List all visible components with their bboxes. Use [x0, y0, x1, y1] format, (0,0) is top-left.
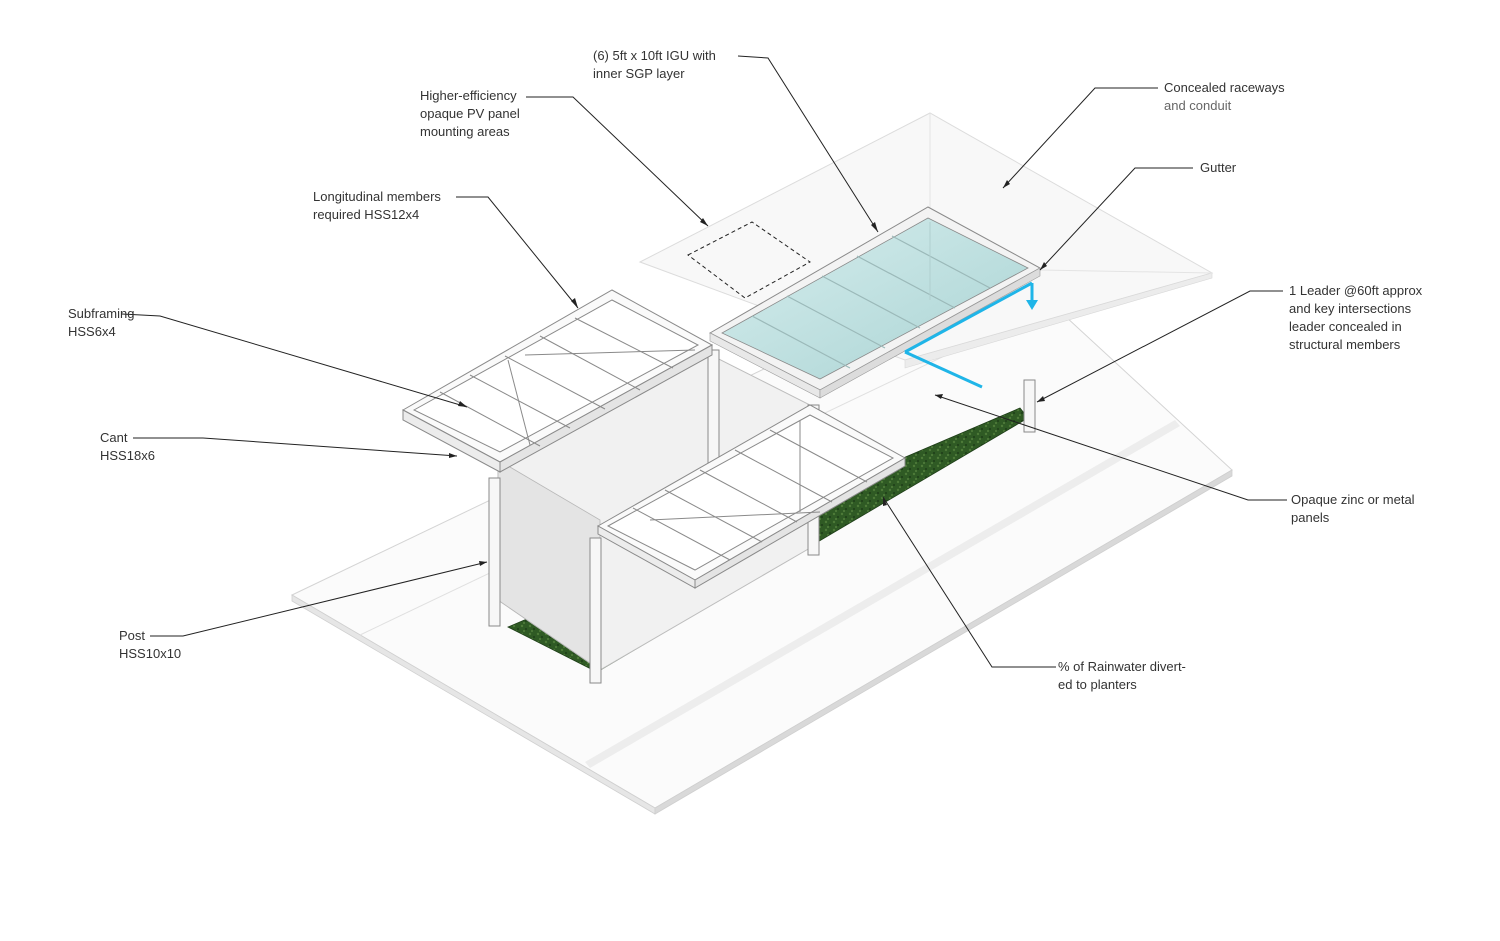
label-rainwater: % of Rainwater divert- ed to planters: [1058, 659, 1186, 692]
label-igu: (6) 5ft x 10ft IGU with inner SGP layer: [593, 48, 716, 81]
label-gutter: Gutter: [1200, 160, 1237, 175]
callout-lines: [121, 55, 1287, 668]
label-pv-areas: Higher-efficiency opaque PV panel mounti…: [420, 88, 520, 139]
lower-roof-frame: [596, 404, 907, 589]
label-longitudinal: Longitudinal members required HSS12x4: [313, 189, 441, 222]
pv-dashed-area: [687, 221, 811, 299]
label-leader: 1 Leader @60ft approx and key intersecti…: [1289, 283, 1423, 352]
label-post: Post HSS10x10: [119, 628, 182, 661]
label-raceways: Concealed raceways and conduit: [1164, 80, 1285, 113]
label-cant: Cant HSS18x6: [100, 430, 155, 463]
label-subframing: Subframing HSS6x4: [68, 306, 135, 339]
downspout: [904, 281, 1038, 389]
glass-skylight: [708, 206, 1042, 399]
callout-arrows: [449, 180, 1047, 566]
label-zinc-panels: Opaque zinc or metal panels: [1291, 492, 1415, 525]
left-roof-frame: [401, 289, 714, 473]
